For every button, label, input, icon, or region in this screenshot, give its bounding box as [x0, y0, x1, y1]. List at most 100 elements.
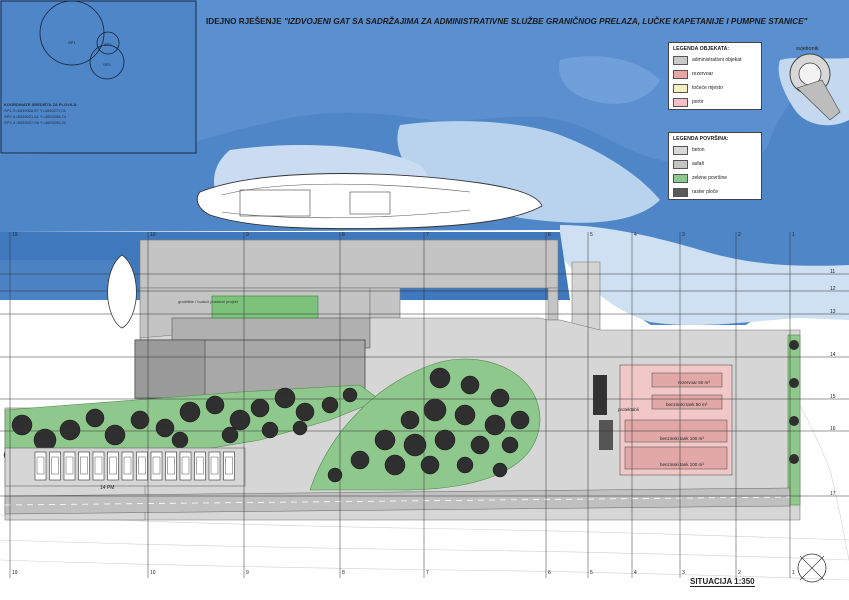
parking-slot [223, 451, 235, 481]
grid-label-top: 8 [342, 232, 345, 238]
parking-slot [121, 451, 134, 481]
tree-icon [59, 419, 81, 441]
grid-label-bottom: 9 [246, 570, 249, 576]
parking-slot [179, 451, 192, 481]
tree-icon [342, 387, 358, 403]
car-icon [109, 456, 117, 475]
grid-label-right: 11 [830, 269, 835, 275]
grid-label-bottom: 1 [792, 570, 795, 576]
inset-label-sp2: SP2 [104, 42, 112, 47]
tree-icon [250, 398, 270, 418]
grid-label-right: 14 [830, 352, 836, 358]
tree-icon [171, 431, 189, 449]
swatch-fuel-point [673, 83, 688, 93]
legend-item-label: portir [692, 99, 704, 105]
coordinate-row: SP3 X=6539037,06 Y=4693256,22 [4, 120, 66, 125]
grid-label-bottom: 4 [634, 570, 637, 576]
label-tank-2: benzinski tank 50 m³ [666, 402, 708, 407]
inset-label-sp1: SP1 [68, 40, 76, 45]
parking-slot [34, 451, 47, 481]
tree-icon [434, 429, 456, 451]
small-boat [107, 254, 137, 329]
parking-slot [78, 451, 90, 481]
label-tank-3: benzinski tank 100 m³ [660, 436, 704, 441]
car-icon [51, 456, 59, 475]
legend-surfaces-item: raster ploče [669, 185, 761, 199]
grid-label-top: 2 [738, 232, 741, 238]
title-project: "IZDVOJENI GAT SA SADRŽAJIMA ZA ADMINIST… [283, 17, 808, 26]
grid-label-right: 15 [830, 394, 836, 400]
tree-icon [229, 409, 251, 431]
grid-label-top: 19 [12, 232, 18, 238]
tree-icon [789, 340, 799, 350]
legend-item-label: točeće mjesto [692, 85, 723, 91]
tree-icon [423, 398, 447, 422]
drawing-title: IDEJNO RJEŠENJE "IZDVOJENI GAT SA SADRŽA… [206, 17, 807, 26]
coordinate-row: SP2 X=6539031,51 Y=4693258,74 [4, 114, 66, 119]
legend-item-label: administrativni objekat [692, 57, 742, 63]
parking-slot [136, 451, 148, 481]
tree-icon [490, 388, 510, 408]
label-tank-4: benzinski tank 100 m³ [660, 462, 704, 467]
parking-slot [165, 451, 177, 481]
label-lighthouse: svjetionik [796, 46, 819, 52]
tree-icon [400, 410, 420, 430]
tree-icon [484, 414, 506, 436]
legend-objects-item: točeće mjesto [669, 81, 761, 95]
parking-slot [194, 451, 206, 481]
car-icon [152, 456, 161, 475]
grid-label-top: 5 [590, 232, 593, 238]
tree-icon [501, 436, 519, 454]
tree-icon [11, 414, 33, 436]
tree-icon [274, 387, 296, 409]
parking [4, 447, 246, 487]
inset-label-sp3: SP3 [103, 62, 111, 67]
car-icon [225, 456, 233, 475]
label-lanterns: protektabli [618, 407, 639, 412]
tree-icon [429, 367, 451, 389]
car-icon [138, 456, 146, 475]
parking-slot [63, 451, 76, 481]
parking-slots [34, 451, 235, 481]
car-icon [196, 456, 204, 475]
swatch-asphalt [673, 159, 688, 169]
car-icon [167, 456, 175, 475]
car-icon [210, 456, 219, 475]
parking-slot [92, 451, 105, 481]
legend-surfaces: LEGENDA POVRŠINA: beton asfalt zelene po… [668, 132, 762, 200]
grid-label-bottom: 7 [426, 570, 429, 576]
tree-icon [470, 435, 490, 455]
swatch-green [673, 173, 688, 183]
parking-slot [49, 451, 61, 481]
legend-objects-item: portir [669, 95, 761, 109]
tree-icon [403, 433, 427, 457]
north-arrow [797, 553, 827, 583]
tree-icon [155, 418, 175, 438]
tree-icon [460, 375, 480, 395]
scale-label: SITUACIJA 1:350 [690, 577, 755, 587]
legend-item-label: beton [692, 147, 705, 153]
parking-slot [208, 451, 221, 481]
tree-icon [295, 402, 315, 422]
tree-icon [789, 378, 799, 388]
grid-label-top: 9 [246, 232, 249, 238]
grid-label-bottom: 2 [738, 570, 741, 576]
title-lead: IDEJNO RJEŠENJE [206, 17, 282, 26]
car-icon [123, 456, 132, 475]
legend-objects-title: LEGENDA OBJEKATA: [673, 46, 730, 52]
grid-label-top: 7 [426, 232, 429, 238]
tree-icon [789, 454, 799, 464]
grid-label-right: 12 [830, 286, 836, 292]
lighthouse [789, 53, 841, 121]
yacht [196, 173, 543, 230]
car-icon [80, 456, 88, 475]
car-icon [36, 456, 45, 475]
swatch-admin [673, 55, 688, 65]
grid-label-top: 4 [634, 232, 637, 238]
tree-icon [350, 450, 370, 470]
label-parking-count: 14 PM [100, 485, 114, 491]
coordinates-block: KOORDINATE SREDIŠTA ZA PLOVILA: SP1 X=65… [4, 102, 78, 126]
grid-label-top: 1 [792, 232, 795, 238]
